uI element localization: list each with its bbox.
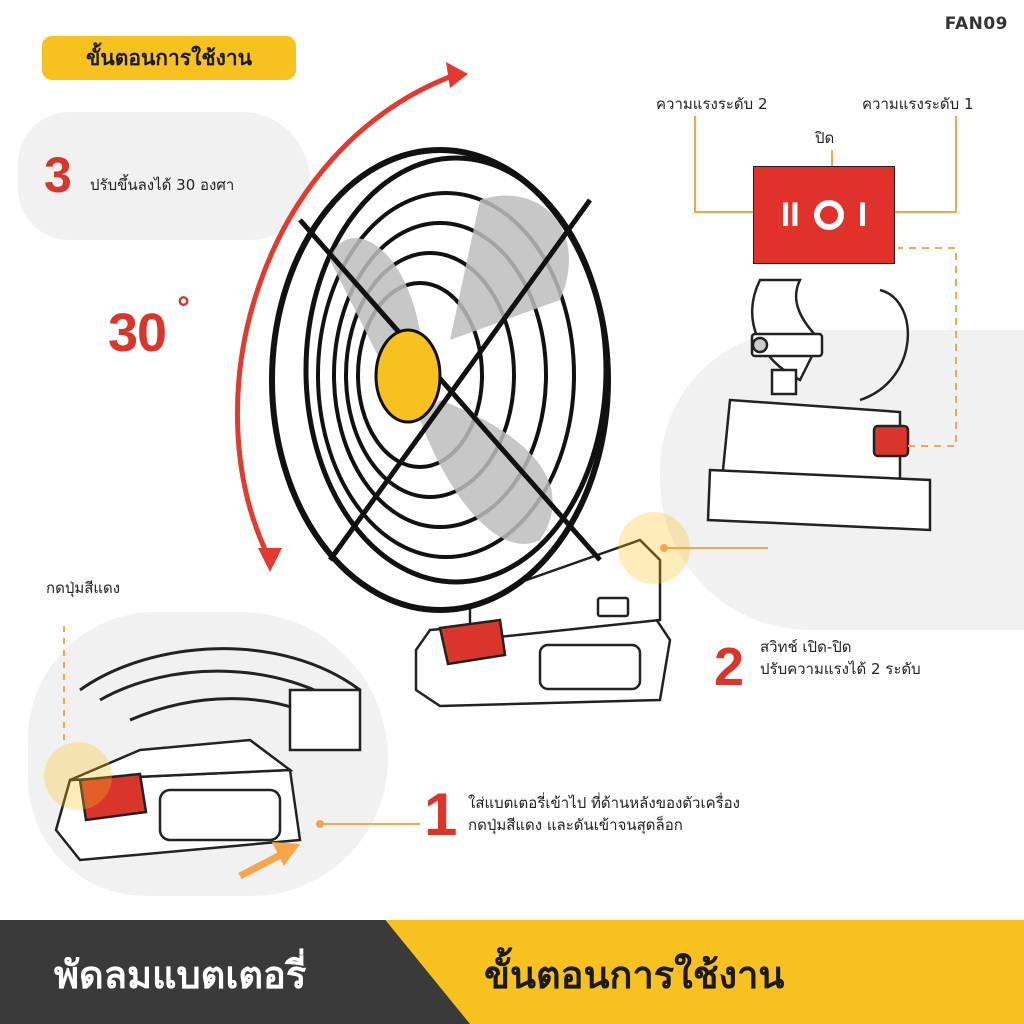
step1-number: 1 xyxy=(424,781,458,848)
tilt-angle-unit: ° xyxy=(176,292,191,327)
step1-text: ใส่แบตเตอรี่เข้าไป ที่ด้านหลังของตัวเครื… xyxy=(468,792,740,836)
step2-line2: ปรับความแรงได้ 2 ระดับ xyxy=(760,660,921,678)
press-red-button-label: กดปุ่มสีแดง xyxy=(46,579,121,597)
fan-head-icon xyxy=(269,147,611,613)
level1-mark-icon: I xyxy=(857,196,868,234)
section-title-pill: ขั้นตอนการใช้งาน xyxy=(42,36,296,80)
footer-yellow-band xyxy=(360,920,1024,1024)
model-code: FAN09 xyxy=(944,14,1008,34)
footer-dark-band xyxy=(0,920,470,1024)
switch-label-level1: ความแรงระดับ 1 xyxy=(862,95,974,113)
push-arrow-icon xyxy=(272,842,300,866)
step3-text: ปรับขึ้นลงได้ 30 องศา xyxy=(90,176,235,194)
step2-number: 2 xyxy=(714,637,745,697)
footer-product-title: พัดลมแบตเตอรี่ xyxy=(54,953,307,997)
step3-number: 3 xyxy=(44,147,72,203)
switch-device-icon xyxy=(706,278,932,532)
step2-text: สวิทช์ เปิด-ปิด ปรับความแรงได้ 2 ระดับ xyxy=(760,636,921,680)
tilt-angle-value: 30 xyxy=(108,303,167,363)
switch-label-level2: ความแรงระดับ 2 xyxy=(656,95,768,113)
tilt-arrow-icon xyxy=(234,62,468,572)
level2-mark-icon: II xyxy=(780,196,800,234)
step3-background xyxy=(18,112,310,240)
switch-label-off: ปิด xyxy=(815,129,835,147)
battery-red-button-icon xyxy=(78,772,148,822)
battery-insert-icon xyxy=(54,647,362,862)
step1-line2: กดปุ่มสีแดง และดันเข้าจนสุดล็อก xyxy=(468,816,683,834)
footer-section-title: ขั้นตอนการใช้งาน xyxy=(484,953,785,997)
rocker-switch-diagram: II I xyxy=(753,166,895,264)
red-release-button-icon xyxy=(438,618,507,666)
off-mark-icon xyxy=(813,200,844,230)
step1-line1: ใส่แบตเตอรี่เข้าไป ที่ด้านหลังของตัวเครื… xyxy=(468,794,740,812)
fan-hub-icon xyxy=(374,328,442,424)
step2-line1: สวิทช์ เปิด-ปิด xyxy=(760,638,852,656)
